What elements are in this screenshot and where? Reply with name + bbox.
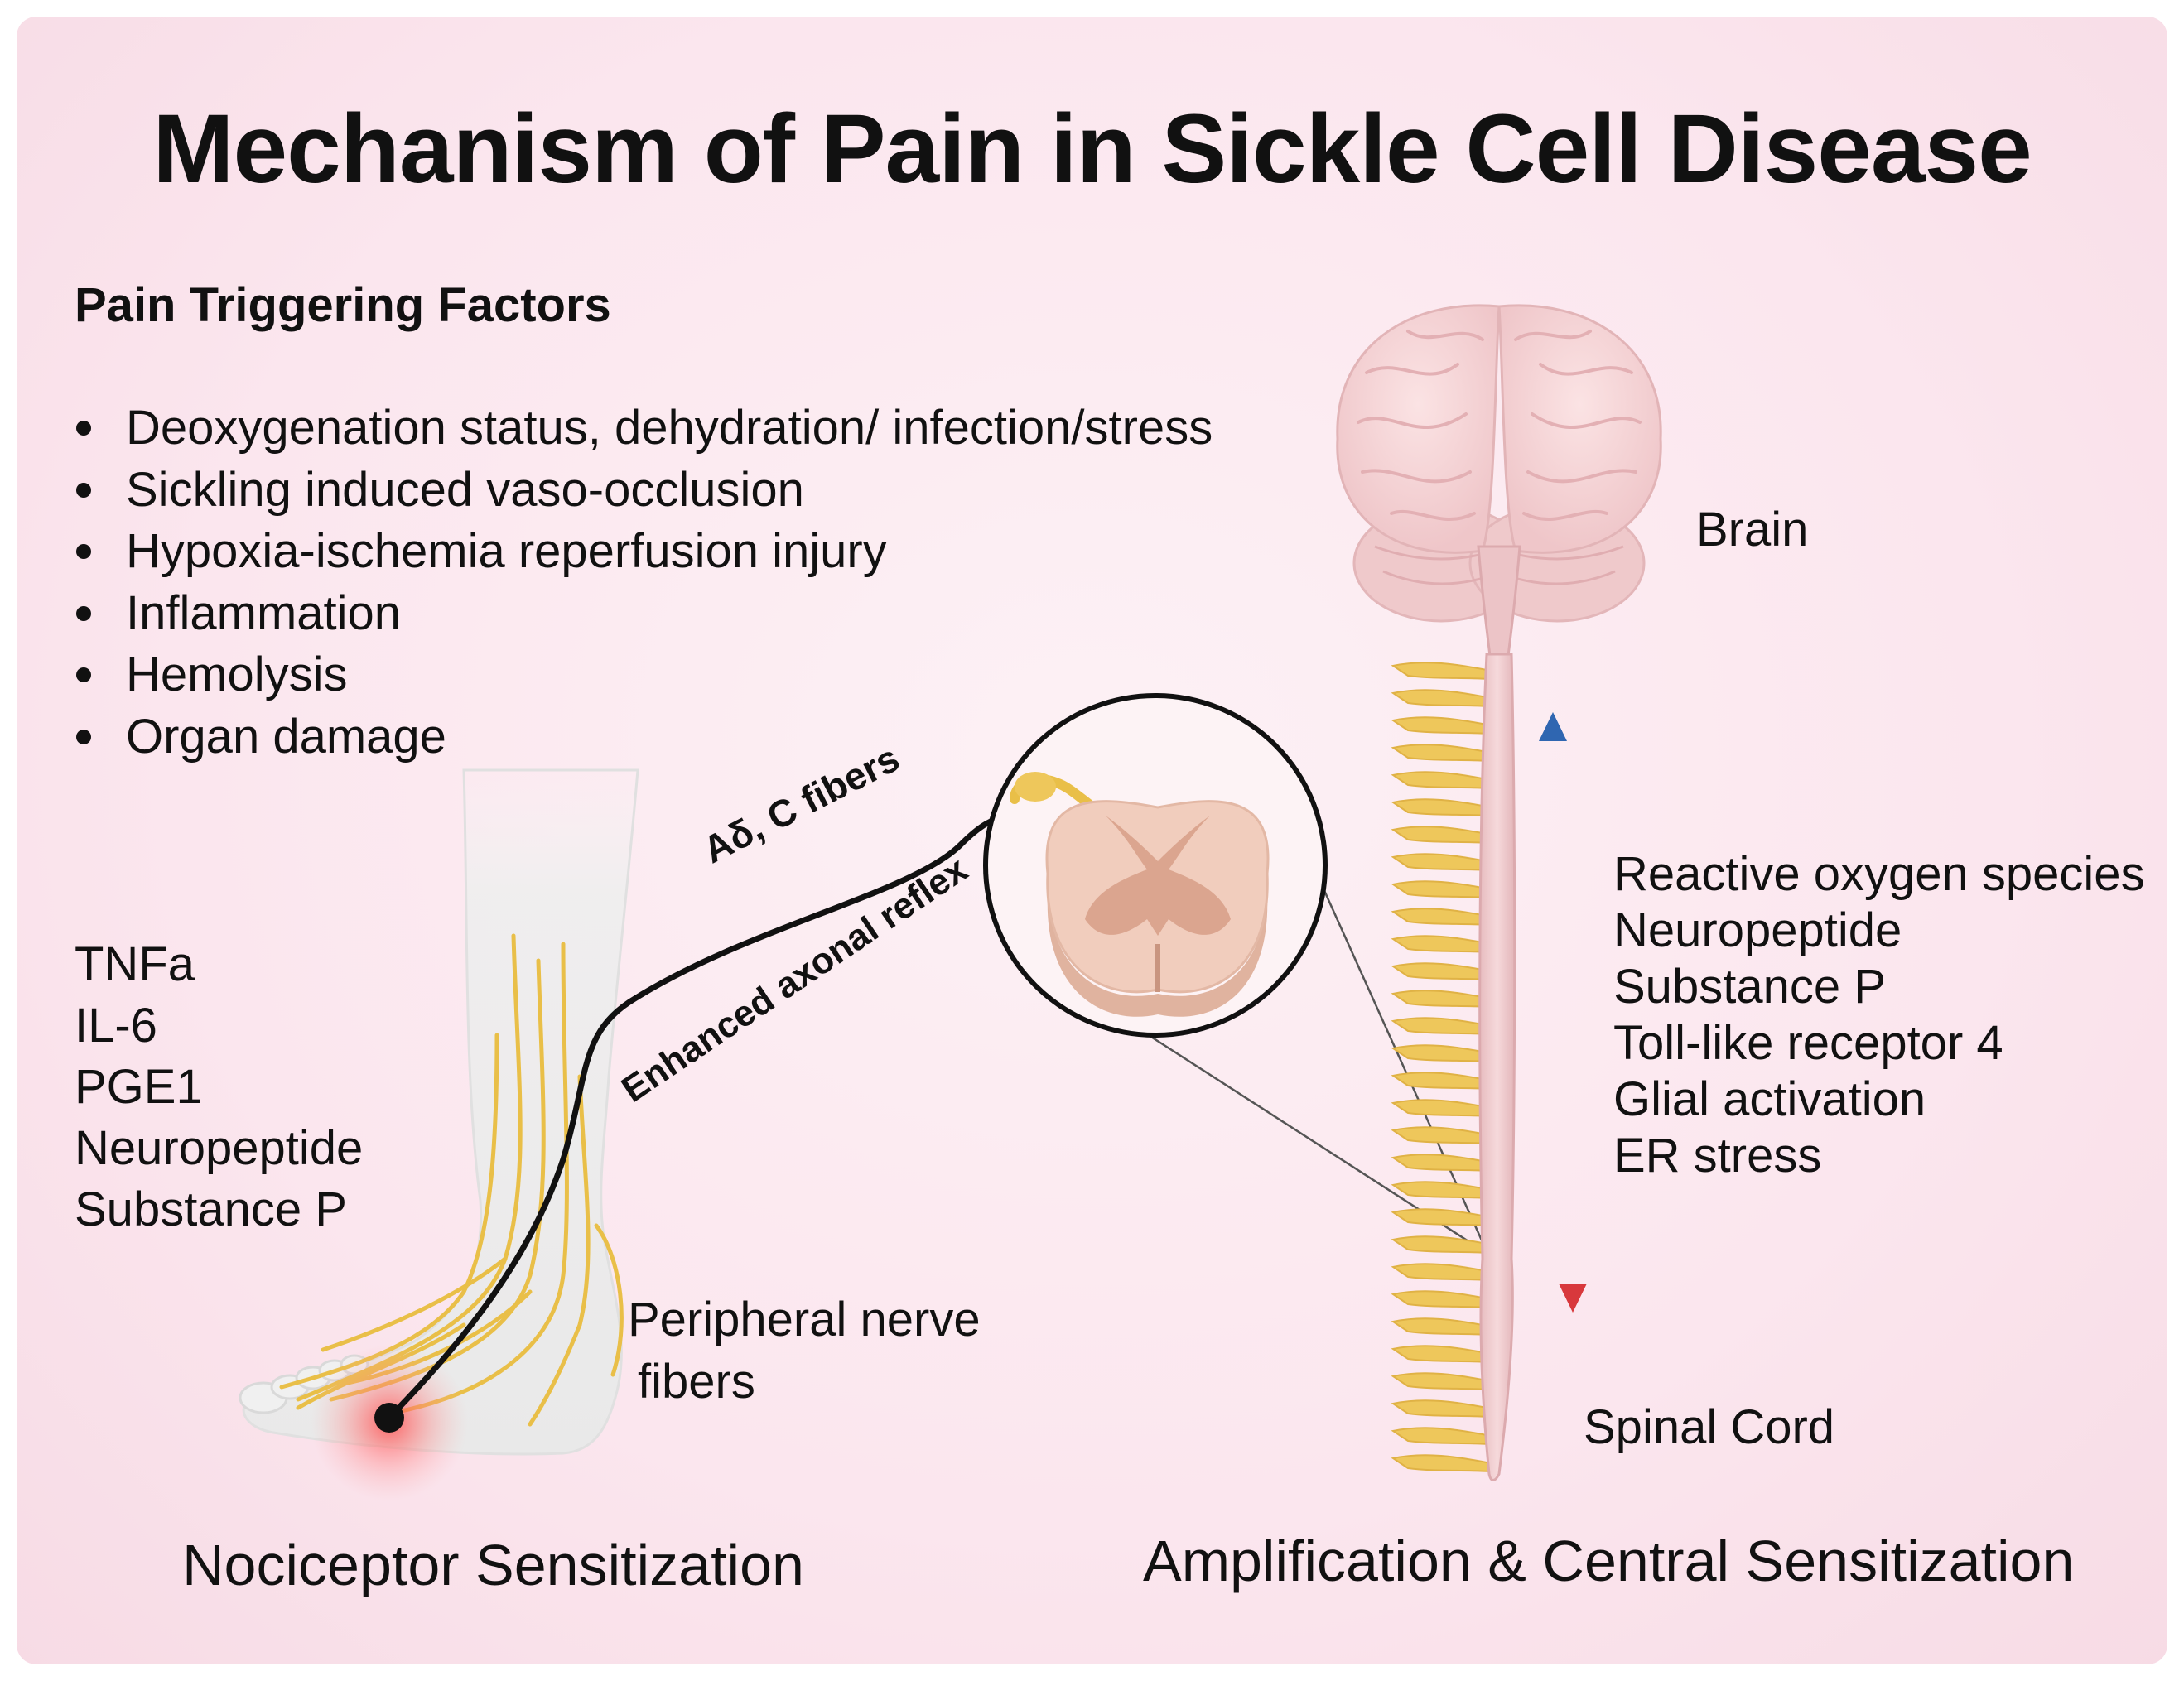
nerve-root-icon <box>1391 1235 1492 1255</box>
list-item: TNFa <box>75 937 195 991</box>
peripheral-nerve-label-line1: Peripheral nerve <box>628 1293 981 1346</box>
nerve-root-icon <box>1391 1263 1492 1282</box>
nerve-root-icon <box>1391 962 1492 981</box>
nerve-root-icon <box>1391 1427 1492 1446</box>
peripheral-mediators-list: TNFa IL-6 PGE1 Neuropeptide Substance P <box>75 934 363 1240</box>
nerve-root-icon <box>1391 798 1492 817</box>
list-item: IL-6 <box>75 999 157 1052</box>
list-item: Substance P <box>75 1182 347 1236</box>
list-item: Neuropeptide <box>75 1121 364 1175</box>
nerve-root-icon <box>1391 1345 1492 1364</box>
brain-icon <box>1336 304 1662 664</box>
list-item: Deoxygenation status, dehydration/ infec… <box>75 397 1213 460</box>
nerve-root-icon <box>1391 744 1492 763</box>
list-item: Substance P <box>1613 960 1886 1014</box>
list-item: Hypoxia-ischemia reperfusion injury <box>75 521 1213 583</box>
nerve-root-icon <box>1391 990 1492 1009</box>
foot-icon <box>239 768 639 1501</box>
nociceptor-sensitization-caption: Nociceptor Sensitization <box>182 1533 804 1597</box>
nerve-root-icon <box>1391 716 1492 735</box>
nerve-root-icon <box>1391 1399 1492 1418</box>
nerve-root-icon <box>1391 1126 1492 1145</box>
nerve-root-icon <box>1391 1290 1492 1309</box>
list-item: ER stress <box>1613 1129 1822 1182</box>
descending-signal-arrow <box>1559 836 1587 1313</box>
nerve-root-icon <box>1391 1181 1492 1200</box>
brain-label: Brain <box>1696 503 1809 556</box>
nerve-root-icon <box>1391 1208 1492 1227</box>
nerve-root-icon <box>1391 1154 1492 1173</box>
central-mediators-list: Reactive oxygen species Neuropeptide Sub… <box>1613 846 2145 1184</box>
spinal-cord-icon <box>1391 653 1516 1481</box>
nerve-root-icon <box>1391 1017 1492 1036</box>
list-item: Toll-like receptor 4 <box>1613 1016 2003 1070</box>
nerve-root-icon <box>1391 1372 1492 1391</box>
nerve-root-icon <box>1391 1454 1492 1473</box>
nerve-root-icon <box>1391 1099 1492 1118</box>
peripheral-nerve-label-line2: fibers <box>638 1355 755 1409</box>
triggering-factors-heading: Pain Triggering Factors <box>75 278 611 332</box>
nerve-root-icon <box>1391 689 1492 708</box>
nociceptor-ending-icon <box>374 1403 404 1433</box>
nerve-root-icon <box>1391 1317 1492 1337</box>
list-item: Hemolysis <box>75 644 1213 706</box>
spinal-cross-section-icon <box>983 693 1328 1038</box>
ascending-signal-arrow <box>1539 712 1567 1201</box>
nerve-root-icon <box>1391 1072 1492 1091</box>
nerve-root-icon <box>1391 771 1492 790</box>
list-item: Organ damage <box>75 706 1213 768</box>
triggering-factors-list: Deoxygenation status, dehydration/ infec… <box>75 397 1213 768</box>
page-title: Mechanism of Pain in Sickle Cell Disease <box>152 94 2032 204</box>
nerve-root-icon <box>1391 935 1492 954</box>
nerve-root-icon <box>1391 826 1492 845</box>
list-item: PGE1 <box>75 1060 203 1114</box>
spinal-cord-label: Spinal Cord <box>1584 1400 1835 1454</box>
list-item: Sickling induced vaso-occlusion <box>75 460 1213 522</box>
nerve-root-icon <box>1391 853 1492 872</box>
nerve-root-icon <box>1391 662 1492 681</box>
nerve-root-icon <box>1391 880 1492 899</box>
list-item: Neuropeptide <box>1613 903 1902 957</box>
nerve-root-icon <box>1391 908 1492 927</box>
list-item: Inflammation <box>75 583 1213 645</box>
list-item: Glial activation <box>1613 1072 1926 1126</box>
central-sensitization-caption: Amplification & Central Sensitization <box>1143 1529 2075 1593</box>
afferent-fiber <box>387 808 1020 1420</box>
list-item: Reactive oxygen species <box>1613 847 2145 901</box>
zoom-line-top <box>1294 827 1484 1243</box>
nerve-root-icon <box>1391 1044 1492 1063</box>
